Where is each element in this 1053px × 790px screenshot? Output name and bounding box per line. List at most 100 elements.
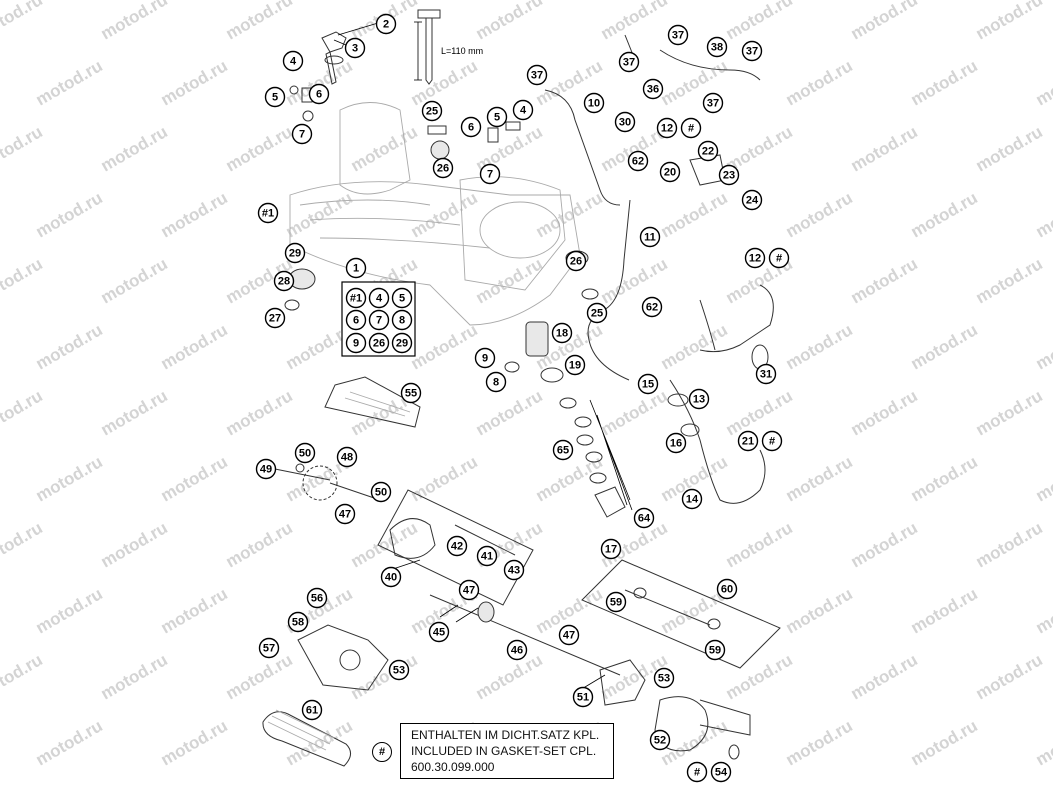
dimension-label: L=110 mm: [441, 46, 483, 56]
callout-number: 42: [451, 541, 463, 553]
watermark-text: motod.ru: [473, 386, 546, 439]
callout-number: 37: [623, 57, 635, 69]
callout-56: 56: [306, 587, 328, 609]
kit-item-callout: #1: [345, 287, 367, 309]
callout-number: 7: [299, 129, 305, 141]
watermark-text: motod.ru: [98, 254, 171, 307]
callout-20: 20: [659, 161, 681, 183]
callout-19: 19: [564, 354, 586, 376]
callout-number: 5: [272, 92, 278, 104]
callout-18: 18: [551, 322, 573, 344]
callout-30: 30: [614, 111, 636, 133]
watermark-text: motod.ru: [98, 518, 171, 571]
watermark-text: motod.ru: [973, 254, 1046, 307]
callout-number: 14: [686, 494, 699, 506]
callout-64: 64: [633, 507, 655, 529]
callout-number: #: [776, 253, 782, 265]
watermark-text: motod.ru: [908, 320, 981, 373]
watermark-text: motod.ru: [33, 584, 106, 637]
watermark-text: motod.ru: [848, 650, 921, 703]
callout-24: 24: [741, 189, 763, 211]
callout-number: 46: [511, 645, 523, 657]
callout-number: 19: [569, 360, 581, 372]
watermark-text: motod.ru: [908, 452, 981, 505]
callout-12b: 12: [744, 247, 766, 269]
callout-12a: 12: [656, 117, 678, 139]
watermark-text: motod.ru: [723, 386, 796, 439]
note-hash-symbol: #: [372, 742, 392, 762]
callout-65: 65: [552, 439, 574, 461]
watermark-text: motod.ru: [473, 0, 546, 43]
watermark-text: motod.ru: [783, 188, 856, 241]
watermark-text: motod.ru: [158, 56, 231, 109]
callout-number: #1: [350, 293, 362, 305]
callout-number: 37: [672, 30, 684, 42]
callout-50a: 50: [294, 442, 316, 464]
callout-40: 40: [380, 566, 402, 588]
watermark-text: motod.ru: [98, 122, 171, 175]
watermark-text: motod.ru: [33, 716, 106, 769]
callout-number: 60: [721, 584, 733, 596]
callout-37e: 37: [702, 92, 724, 114]
callout-47b: 47: [458, 579, 480, 601]
callout-number: 38: [711, 42, 723, 54]
callout-number: 55: [405, 388, 417, 400]
watermark-text: motod.ru: [98, 386, 171, 439]
callout-number: 56: [311, 593, 323, 605]
callout-57: 57: [258, 637, 280, 659]
watermark-text: motod.ru: [658, 320, 731, 373]
callout-27: 27: [264, 307, 286, 329]
callout-number: 47: [339, 509, 351, 521]
callout-number: 50: [375, 487, 387, 499]
callout-26a: 26: [432, 157, 454, 179]
callout-number: 6: [353, 315, 359, 327]
callout-number: 65: [557, 445, 569, 457]
watermark-text: motod.ru: [848, 122, 921, 175]
watermark-text: motod.ru: [1033, 584, 1053, 637]
callout-62a: 62: [627, 150, 649, 172]
callout-5b: 5: [486, 106, 508, 128]
kit-item-callout: 9: [345, 332, 367, 354]
kit-callout: 1: [345, 257, 367, 279]
watermark-text: motod.ru: [223, 122, 296, 175]
watermark-text: motod.ru: [848, 0, 921, 43]
watermark-text: motod.ru: [33, 188, 106, 241]
callout-10: 10: [583, 92, 605, 114]
callout-number: 12: [749, 253, 761, 265]
callout-number: 26: [437, 163, 449, 175]
callout-58: 58: [287, 611, 309, 633]
callout-number: 29: [289, 248, 301, 260]
callout-number: 25: [591, 308, 603, 320]
watermark-text: motod.ru: [908, 716, 981, 769]
callout-number: 10: [588, 98, 600, 110]
callout-number: 37: [746, 46, 758, 58]
callout-number: 49: [260, 464, 272, 476]
callout-16: 16: [665, 432, 687, 454]
callout-number: 4: [376, 293, 383, 305]
watermark-text: motod.ru: [783, 452, 856, 505]
watermark-text: motod.ru: [223, 518, 296, 571]
callout-15: 15: [637, 373, 659, 395]
note-part-number: 600.30.099.000: [411, 760, 495, 774]
callout-52: 52: [649, 729, 671, 751]
callout-number: 17: [605, 544, 617, 556]
watermark-text: motod.ru: [98, 0, 171, 43]
kit-item-callout: 5: [391, 287, 413, 309]
watermark-text: motod.ru: [973, 518, 1046, 571]
kit-item-callout: 29: [391, 332, 413, 354]
watermark-text: motod.ru: [908, 56, 981, 109]
callout-37b: 37: [667, 24, 689, 46]
callout-number: 7: [487, 169, 493, 181]
callout-number: 4: [290, 56, 297, 68]
watermark-text: motod.ru: [533, 452, 606, 505]
callout-number: 36: [647, 84, 659, 96]
watermark-text: motod.ru: [0, 0, 46, 43]
watermark-text: motod.ru: [658, 188, 731, 241]
callout-41: 41: [476, 545, 498, 567]
callout-37a: 37: [526, 64, 548, 86]
note-line-en: INCLUDED IN GASKET-SET CPL.: [411, 744, 597, 758]
callout-number: 29: [396, 338, 408, 350]
watermark-text: motod.ru: [973, 122, 1046, 175]
callout-21: 21: [737, 430, 759, 452]
callout-37c: 37: [618, 51, 640, 73]
